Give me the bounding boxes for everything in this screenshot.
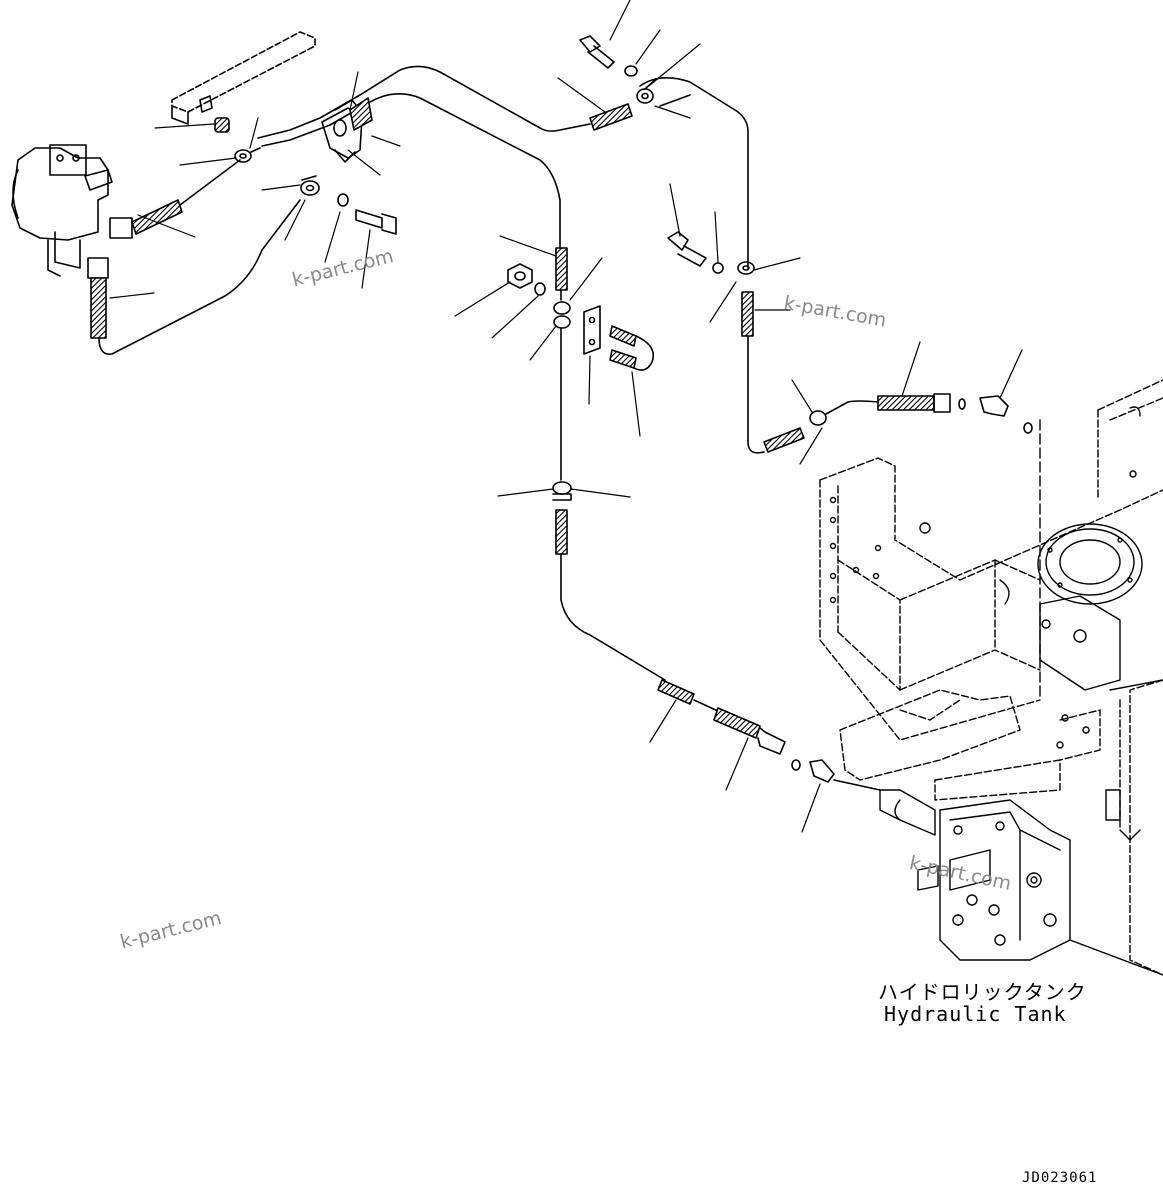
- pipe-right-lower: [747, 335, 1033, 454]
- junction-block: [321, 97, 373, 163]
- pipe-top: [257, 65, 749, 269]
- washer-center: [534, 282, 546, 296]
- bolt-right: [667, 231, 707, 267]
- steering-valve: [11, 144, 113, 277]
- hose-left-horizontal: [109, 159, 241, 239]
- tank-label-jp: ハイドロリックタンク: [878, 980, 1087, 1004]
- protector-top: [589, 103, 633, 131]
- washer-right: [712, 262, 724, 274]
- bolt-top: [579, 35, 615, 69]
- washer-left: [337, 193, 349, 207]
- clamp-left-2: [300, 175, 320, 196]
- leader-lines: [109, 0, 1023, 833]
- clamp-right: [737, 261, 755, 275]
- pipe-center-vertical: [552, 247, 666, 681]
- protector-right: [741, 291, 754, 337]
- hose-left-vertical: [87, 199, 301, 355]
- bolt-left: [355, 209, 397, 235]
- hose-lower: [657, 679, 881, 791]
- tank-label-en: Hydraulic Tank: [884, 1002, 1067, 1026]
- clamp-left-1: [234, 147, 261, 163]
- hydraulic-tank-frame: [819, 379, 1163, 976]
- drawing-code: JD023061: [1022, 1170, 1098, 1186]
- plate-center: [583, 305, 601, 355]
- u-bolt: [609, 325, 655, 371]
- mounting-bracket: [171, 31, 316, 125]
- nut-center: [507, 263, 533, 289]
- washer-top: [624, 65, 638, 77]
- plug-cap: [214, 117, 230, 133]
